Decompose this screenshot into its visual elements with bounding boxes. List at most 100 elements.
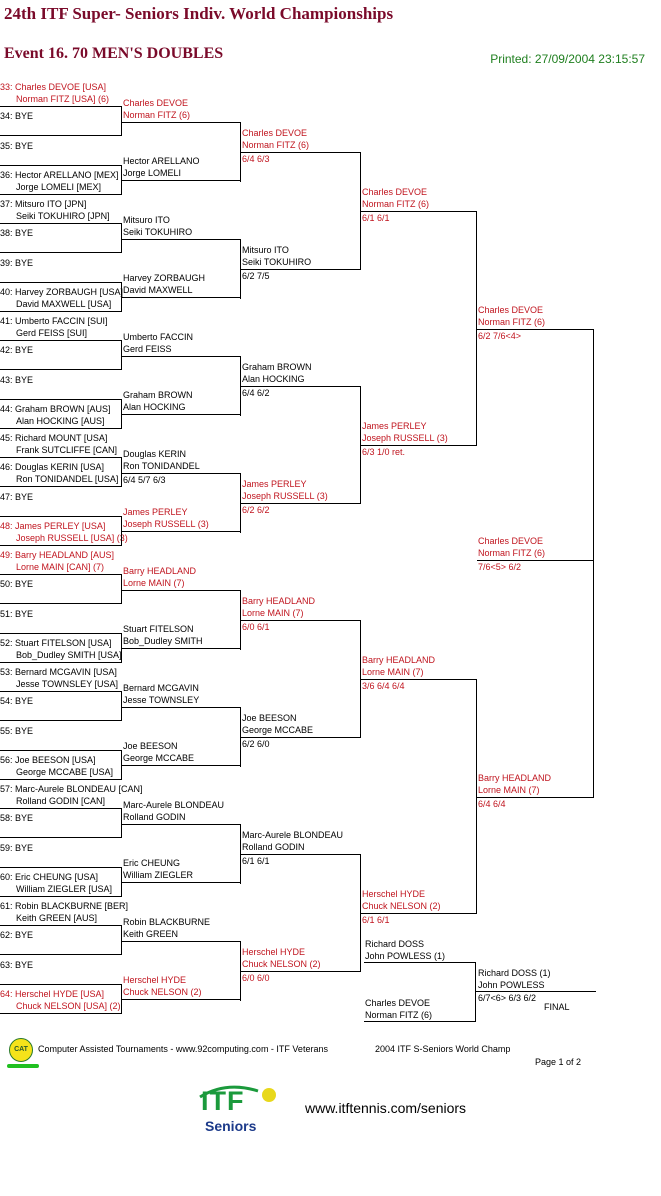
itf-url: www.itftennis.com/seniors: [305, 1100, 467, 1116]
match-team-line: Charles DEVOE: [478, 305, 544, 316]
bracket-line: [121, 867, 122, 897]
entry-seed-line: 58: BYE: [0, 813, 34, 824]
match-team-line: Charles DEVOE: [362, 187, 428, 198]
entry-seed-line: 54: BYE: [0, 696, 34, 707]
match-team-line: James PERLEY: [242, 478, 307, 489]
bracket-line: [241, 269, 361, 270]
bracket-line: [0, 808, 122, 809]
match-team-line: Barry HEADLAND: [242, 595, 316, 606]
entry-partner-line: David MAXWELL [USA]: [16, 298, 112, 309]
printed-timestamp: Printed: 27/09/2004 23:15:57: [490, 52, 645, 66]
entry-seed-line: 62: BYE: [0, 930, 34, 941]
match-partner-line: Lorne MAIN (7): [123, 577, 185, 588]
match-score: 6/2 7/5: [242, 270, 270, 281]
cat-logo-icon: CAT: [9, 1038, 33, 1062]
bracket-line: [0, 603, 122, 604]
bracket-line: [361, 445, 477, 446]
entry-partner-line: Norman FITZ [USA] (6): [16, 94, 110, 104]
bracket-line: [0, 1013, 122, 1014]
final-winner-team: Richard DOSS (1): [478, 968, 551, 978]
match-team-line: Robin BLACKBURNE: [123, 916, 211, 927]
footer-credit: Computer Assisted Tournaments - www.92co…: [38, 1044, 328, 1054]
entry-seed-line: 43: BYE: [0, 374, 34, 385]
entry-partner-line: William ZIEGLER [USA]: [16, 883, 113, 894]
match-score: 6/1 6/1: [362, 213, 390, 224]
bracket-line: [241, 503, 361, 504]
bracket-line: [0, 662, 122, 663]
bracket-line: [122, 414, 241, 415]
match-team-line: Hector ARELLANO: [123, 156, 200, 167]
entry-seed-line: 52: Stuart FITELSON [USA]: [0, 637, 112, 648]
bracket-line: [360, 152, 361, 270]
bracket-line: [361, 679, 477, 680]
bracket-line: [122, 122, 241, 123]
match-score: 6/3 1/0 ret.: [362, 447, 406, 458]
bracket-line: [122, 999, 241, 1000]
match-partner-line: Bob_Dudley SMITH: [123, 636, 203, 647]
match-partner-line: Jorge LOMELI: [123, 168, 182, 179]
itf-logo-subtitle: Seniors: [205, 1118, 257, 1134]
match-partner-line: George MCCABE: [242, 724, 314, 735]
bracket-line: [0, 925, 122, 926]
match-partner-line: Lorne MAIN (7): [478, 785, 540, 796]
bracket-line: [122, 356, 241, 357]
bracket-line: [121, 691, 122, 721]
entry-seed-line: 37: Mitsuro ITO [JPN]: [0, 199, 87, 209]
match-partner-line: Seiki TOKUHIRO: [123, 226, 193, 237]
match-team-line: Marc-Aurele BLONDEAU: [123, 799, 225, 810]
entry-partner-line: Alan HOCKING [AUS]: [16, 415, 105, 426]
bracket-line: [121, 516, 122, 546]
match-score: 6/1 6/1: [362, 915, 390, 926]
footer-page-number: Page 1 of 2: [535, 1057, 582, 1067]
bracket-line: [0, 282, 122, 283]
match-partner-line: Joseph RUSSELL (3): [362, 433, 448, 444]
entry-seed-line: 50: BYE: [0, 579, 34, 590]
bracket-line: [364, 962, 476, 963]
bracket-line: [0, 574, 122, 575]
bracket-line: [122, 707, 241, 708]
bracket-line: [240, 941, 241, 1001]
bracket-line: [0, 984, 122, 985]
bracket-line: [240, 356, 241, 416]
match-partner-line: Keith GREEN: [123, 928, 179, 939]
bracket-line: [0, 399, 122, 400]
entry-seed-line: 38: BYE: [0, 228, 34, 239]
match-score: 6/2 7/6<4>: [478, 331, 522, 342]
bracket-line: [122, 239, 241, 240]
bracket-line: [122, 648, 241, 649]
bracket-line: [476, 991, 596, 992]
bracket-line: [0, 516, 122, 517]
entry-partner-line: Bob_Dudley SMITH [USA]: [16, 649, 122, 660]
bracket-line: [240, 590, 241, 650]
cat-logo-underline: [7, 1064, 39, 1068]
match-partner-line: Alan HOCKING: [123, 402, 186, 413]
bracket-line: [121, 984, 122, 1014]
footer-event-name: 2004 ITF S-Seniors World Champ: [375, 1044, 511, 1054]
match-team-line: Joe BEESON: [242, 712, 297, 723]
bracket-line: [0, 106, 122, 107]
bracket-line: [0, 428, 122, 429]
match-partner-line: Jesse TOWNSLEY: [123, 694, 200, 705]
entry-seed-line: 64: Herschel HYDE [USA]: [0, 988, 105, 999]
bracket-line: [0, 135, 122, 136]
entry-seed-line: 45: Richard MOUNT [USA]: [0, 433, 108, 443]
entry-seed-line: 48: James PERLEY [USA]: [0, 520, 106, 531]
entry-partner-line: Ron TONIDANDEL [USA]: [16, 474, 119, 485]
bracket-line: [240, 824, 241, 884]
itf-swoosh-icon: [199, 1085, 259, 1099]
match-score: 3/6 6/4 6/4: [362, 681, 405, 692]
entry-seed-line: 57: Marc-Aurele BLONDEAU [CAN]: [0, 784, 143, 794]
final-score: 6/7<6> 6/3 6/2: [478, 993, 537, 1003]
entry-seed-line: 63: BYE: [0, 959, 34, 970]
match-team-line: Charles DEVOE: [123, 97, 189, 108]
match-partner-line: Rolland GODIN: [242, 841, 305, 852]
bracket-line: [122, 531, 241, 532]
bracket-line: [121, 165, 122, 195]
bracket-line: [0, 311, 122, 312]
bracket-line: [122, 882, 241, 883]
match-team-line: Charles DEVOE: [242, 127, 308, 138]
bracket-line: [240, 122, 241, 182]
entry-seed-line: 40: Harvey ZORBAUGH [USA]: [0, 286, 124, 297]
bracket-line: [240, 707, 241, 767]
